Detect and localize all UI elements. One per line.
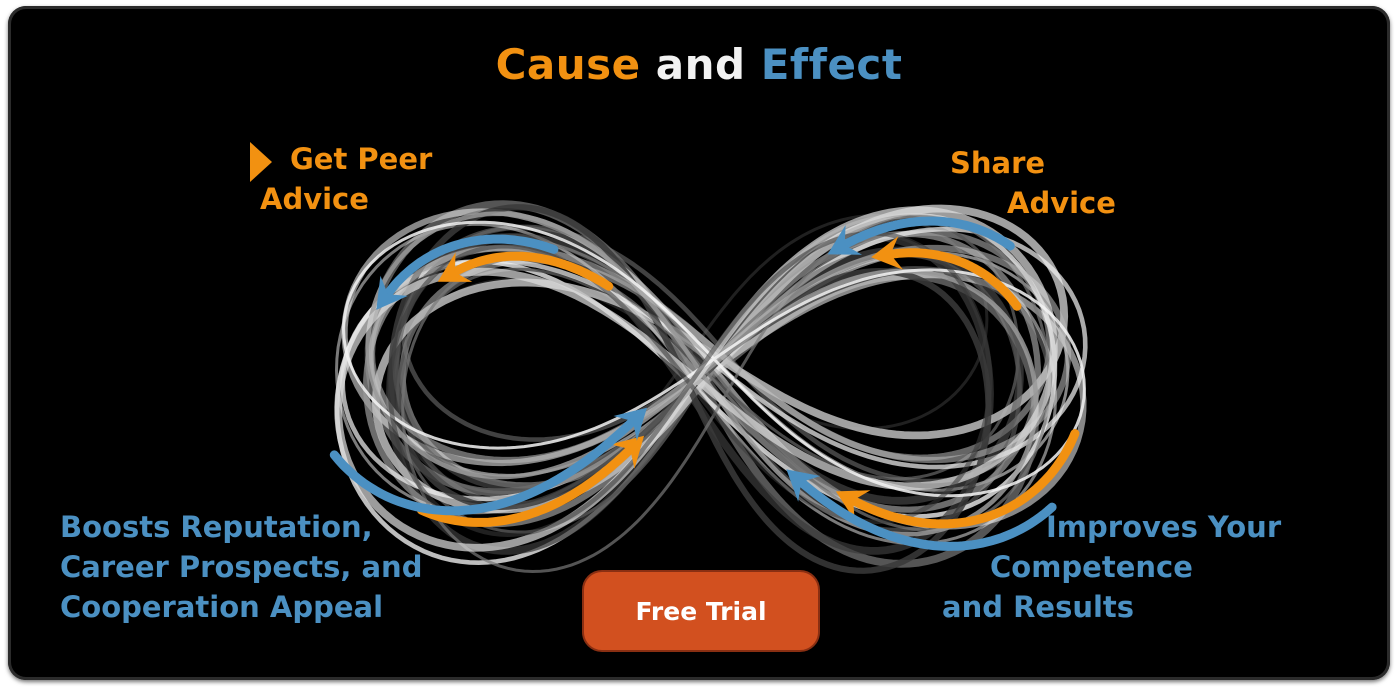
loop-strand: [392, 233, 1024, 505]
loop-strands: [334, 200, 1088, 574]
label-boosts-reputation: Boosts Reputation, Career Prospects, and…: [60, 507, 422, 627]
blue-left-lower-arc: [378, 234, 559, 305]
label-line: Advice: [1007, 186, 1116, 220]
blue-left-upper-arc: [329, 411, 643, 516]
orange-right-lower-arc: [842, 429, 1080, 529]
page-title: Cause and Effect: [8, 40, 1390, 90]
label-line: Improves Your: [1046, 510, 1282, 544]
orange-right-upper-arrowhead-icon: [871, 236, 904, 270]
blue-left-lower-arrowhead-icon: [376, 275, 408, 310]
loop-strand: [368, 244, 1072, 464]
label-line: Competence: [990, 550, 1193, 584]
label-line: and Results: [942, 590, 1135, 624]
orange-left-upper-arrowhead-icon: [610, 435, 645, 469]
loop-strand: [342, 220, 1086, 498]
infinity-loop-icon: [329, 200, 1088, 574]
blue-right-upper-arc: [833, 216, 1015, 254]
blue-right-lower-arc: [791, 472, 1057, 551]
label-line: Advice: [260, 182, 369, 216]
loop-strand: [401, 214, 1051, 574]
label-line: Boosts Reputation,: [60, 510, 373, 544]
orange-right-lower-arrowhead-icon: [835, 490, 871, 521]
label-improves-competence: Improves Your Competence and Results: [942, 507, 1281, 627]
blue-right-upper-arrowhead-icon: [827, 225, 863, 255]
title-cause: Cause: [495, 40, 641, 89]
triangle-right-icon: [250, 142, 272, 182]
free-trial-button[interactable]: Free Trial: [582, 570, 820, 652]
label-share-advice: Share Advice: [950, 143, 1116, 223]
label-line: Get Peer: [290, 142, 433, 176]
orange-left-lower-arc: [443, 251, 614, 291]
label-line: Cooperation Appeal: [60, 590, 384, 624]
loop-strand: [371, 204, 1069, 514]
blue-left-upper-arrowhead-icon: [613, 407, 647, 441]
loop-strand: [388, 204, 992, 574]
diagram-card: Cause and Effect Get Peer Advice Share A…: [8, 6, 1390, 680]
orange-left-upper-arc: [416, 439, 640, 527]
loop-strand: [387, 230, 993, 538]
orange-left-lower-arrowhead-icon: [437, 252, 473, 282]
label-get-peer-advice: Get Peer Advice: [260, 139, 432, 219]
title-effect: Effect: [760, 40, 903, 89]
label-line: Share: [950, 146, 1046, 180]
label-line: Career Prospects, and: [60, 550, 423, 584]
loop-arrows: [329, 216, 1080, 551]
title-and: and: [655, 40, 746, 89]
orange-right-upper-arc: [878, 248, 1022, 311]
blue-right-lower-arrowhead-icon: [786, 469, 821, 502]
